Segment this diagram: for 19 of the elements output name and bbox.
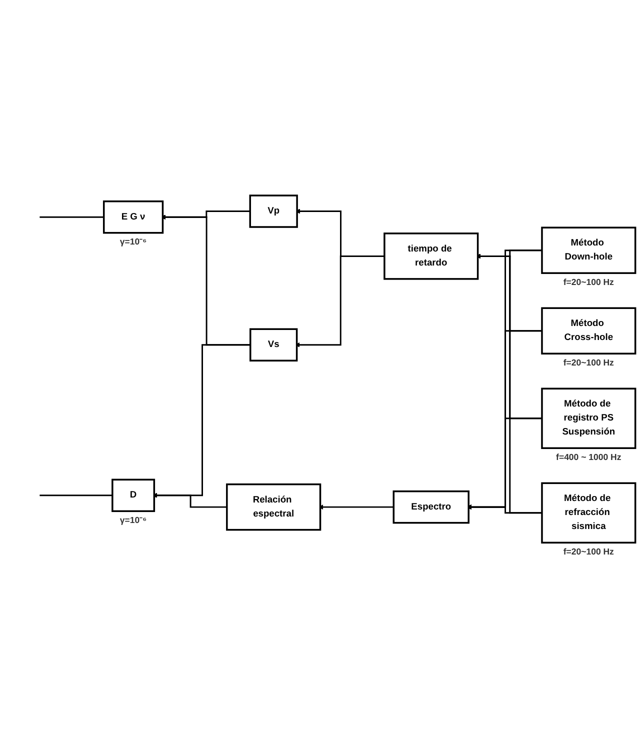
node-box: E G ν: [102, 200, 164, 234]
node-caption: γ=10⁻⁶: [120, 514, 147, 525]
node-caption: f=400 ~ 1000 Hz: [556, 452, 622, 462]
connector: [40, 494, 112, 496]
node-box: Método de refracción sismica: [541, 482, 636, 544]
node-box: D: [112, 478, 156, 512]
node-box: Espectro: [392, 490, 470, 524]
node-caption: γ=10⁻⁶: [120, 236, 147, 247]
node-box: Vs: [250, 328, 298, 362]
node-box: Método de registro PS Suspensión: [541, 388, 636, 450]
node-caption: f=20~100 Hz: [563, 546, 614, 556]
node-box: Método Cross-hole: [541, 307, 636, 354]
node-caption: f=20~100 Hz: [563, 276, 614, 287]
node-box: tiempo de retardo: [384, 232, 479, 280]
node-box: Método Down-hole: [541, 226, 636, 274]
node-box: Relación espectral: [226, 483, 322, 531]
node-caption: f=20~100 Hz: [563, 357, 614, 368]
connector: [40, 216, 104, 218]
node-box: Vp: [249, 194, 298, 228]
